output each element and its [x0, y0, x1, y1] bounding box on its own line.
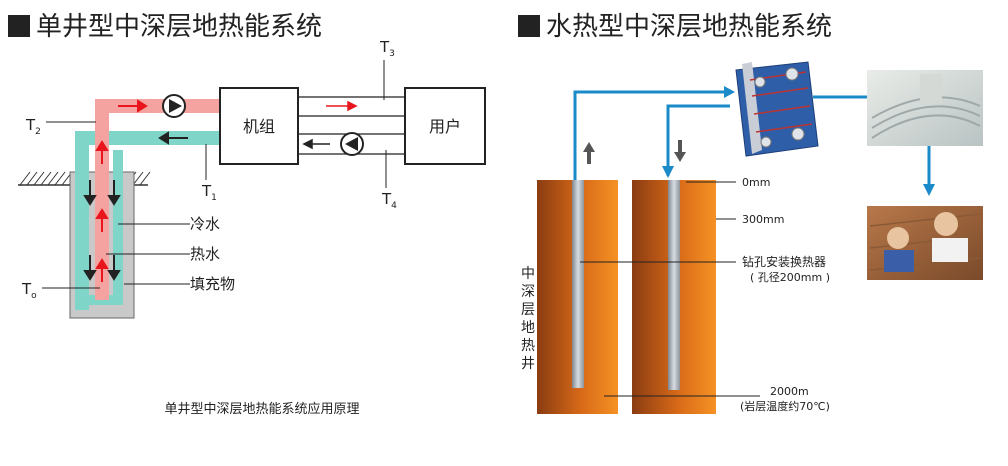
svg-text:热: 热: [521, 338, 535, 354]
label-t4: T4: [381, 190, 397, 211]
depth-0-label: 0mm: [742, 176, 770, 189]
left-caption: 单井型中深层地热能系统应用原理: [164, 401, 359, 417]
unit-box: [219, 87, 299, 165]
svg-text:层: 层: [521, 302, 535, 318]
user-label: 用户: [429, 117, 461, 136]
depth-2000-label: 2000m: [770, 385, 809, 398]
cold-flow-arrows: [83, 131, 188, 281]
label-hot-water: 热水: [190, 245, 220, 263]
exchanger-diameter-label: ( 孔径200mm ): [750, 271, 830, 284]
user-box: [404, 87, 486, 165]
return-pump-icon: [340, 132, 364, 156]
label-fill: 填充物: [190, 275, 235, 293]
label-t0: To: [21, 280, 37, 301]
return-arrow: [302, 138, 330, 150]
blue-flow-lines: [573, 90, 931, 186]
exchanger-label: 钻孔安装换热器: [742, 254, 826, 269]
family-photo: [867, 206, 983, 280]
svg-text:深: 深: [521, 284, 535, 300]
hot-flow-arrows: [95, 99, 148, 282]
floor-heating-photo: [867, 70, 983, 146]
up-arrow-icon: [583, 142, 595, 164]
flow-arrow-down-left: [662, 166, 674, 178]
pump-icon: [162, 94, 186, 118]
well-pipe-left: [572, 180, 584, 388]
svg-text:井: 井: [521, 356, 535, 372]
unit-label: 机组: [243, 117, 275, 136]
right-title: 水热型中深层地热能系统: [518, 6, 832, 43]
square-bullet-icon: [518, 15, 540, 37]
label-t3: T3: [379, 38, 395, 59]
flow-arrow-right: [724, 86, 735, 98]
down-arrow-icon: [674, 140, 686, 162]
label-cold-water: 冷水: [190, 215, 220, 233]
well-vertical-label: 中 深 层 地 热 井: [521, 266, 535, 372]
label-t1: T1: [201, 182, 217, 203]
flow-arrow-down-right: [923, 184, 935, 196]
depth-300-label: 300mm: [742, 213, 784, 226]
svg-text:地: 地: [521, 320, 535, 336]
label-t2: T2: [25, 116, 41, 137]
rock-temp-label: (岩层温度约70℃): [740, 399, 830, 413]
square-bullet-icon: [8, 15, 30, 37]
well-pipe-right: [668, 180, 680, 390]
plate-heat-exchanger-icon: [735, 61, 819, 157]
left-title: 单井型中深层地热能系统: [8, 6, 322, 43]
supply-arrow: [326, 100, 358, 112]
svg-text:中: 中: [521, 266, 535, 282]
